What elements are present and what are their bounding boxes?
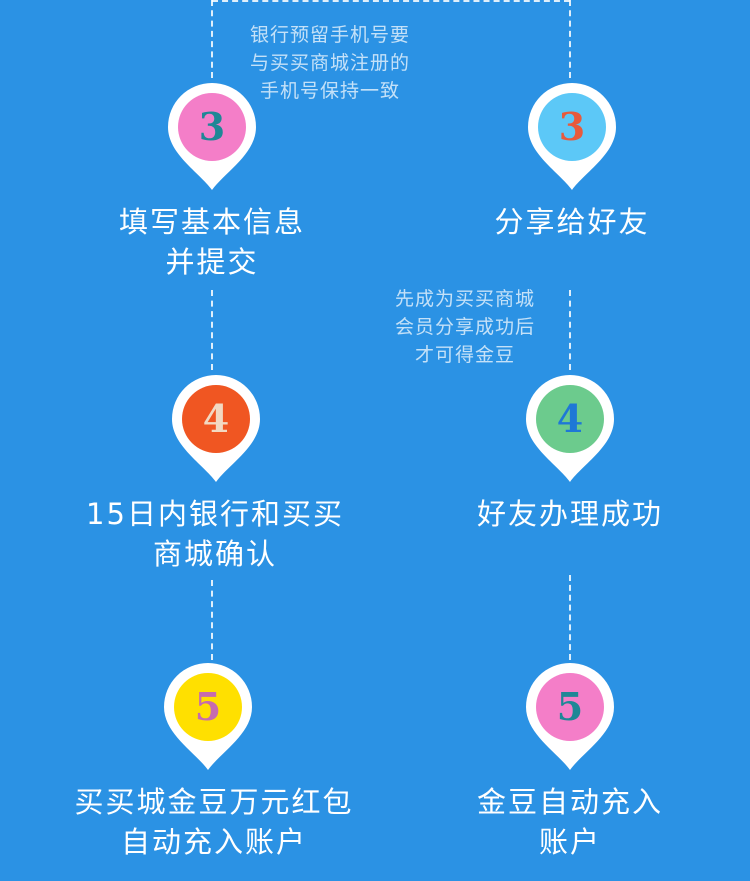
- map-pin-icon: [526, 375, 614, 482]
- step-circle: [536, 673, 604, 741]
- step-number: 3: [558, 104, 586, 149]
- step-circle: [174, 673, 242, 741]
- map-pin-icon: [528, 83, 616, 190]
- map-pin-icon: [526, 663, 614, 770]
- right-connector-3: [569, 575, 571, 660]
- step-5-right-label: 金豆自动充入 账户: [476, 785, 663, 859]
- right-connector-1: [569, 0, 571, 78]
- step-number: 5: [556, 684, 584, 729]
- map-pin-icon: [164, 663, 252, 770]
- left-connector-2: [211, 290, 213, 370]
- step-number: 4: [202, 396, 230, 441]
- step-3-left-label: 填写基本信息 并提交: [118, 205, 305, 279]
- step-5-left-label: 买买城金豆万元红包 自动充入账户: [74, 785, 354, 859]
- step-circle: [178, 93, 246, 161]
- step-3-right-pin: 3: [527, 82, 617, 192]
- step-number: 5: [194, 684, 222, 729]
- step-4-right-pin: 4: [525, 374, 615, 484]
- step-circle: [538, 93, 606, 161]
- step-4-left-pin: 4: [171, 374, 261, 484]
- top-connector: [212, 0, 570, 2]
- step-number: 3: [198, 104, 226, 149]
- step-circle: [182, 385, 250, 453]
- map-pin-icon: [168, 83, 256, 190]
- left-connector-1: [211, 0, 213, 78]
- step-4-right-label: 好友办理成功: [476, 497, 663, 531]
- step-number: 4: [556, 396, 584, 441]
- member-share-note: 先成为买买商城 会员分享成功后 才可得金豆: [394, 288, 535, 366]
- bank-phone-note: 银行预留手机号要 与买买商城注册的 手机号保持一致: [249, 24, 410, 102]
- map-pin-icon: [172, 375, 260, 482]
- right-connector-2: [569, 290, 571, 370]
- step-4-left-label: 15日内银行和买买 商城确认: [86, 497, 344, 571]
- step-circle: [536, 385, 604, 453]
- left-connector-3: [211, 580, 213, 660]
- step-3-right-label: 分享给好友: [494, 205, 650, 239]
- step-5-right-pin: 5: [525, 662, 615, 772]
- step-5-left-pin: 5: [163, 662, 253, 772]
- step-3-left-pin: 3: [167, 82, 257, 192]
